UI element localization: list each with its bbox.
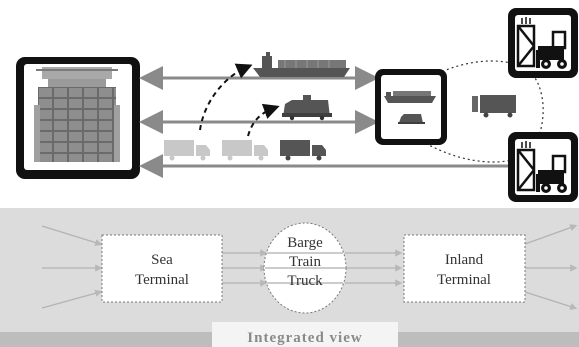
integrated-view-label: Integrated view bbox=[247, 330, 362, 346]
distribution-ellipse bbox=[419, 60, 544, 163]
mode-label-train: Train bbox=[289, 254, 321, 270]
inland-terminal-label-line1: Inland bbox=[445, 252, 484, 268]
distribution-truck-icon bbox=[472, 95, 516, 118]
train-icon bbox=[282, 95, 332, 121]
mode-label-barge: Barge bbox=[287, 235, 323, 251]
sea-terminal-label-line1: Sea bbox=[151, 252, 173, 268]
transport-modes-ellipse: Barge Train Truck bbox=[263, 222, 347, 314]
inland-terminal-box: Inland Terminal bbox=[403, 234, 526, 303]
sea-terminal-label-line2: Terminal bbox=[135, 272, 189, 288]
truck-icon bbox=[164, 140, 326, 161]
outgoing-flow-arrows bbox=[524, 224, 578, 310]
mode-label-truck: Truck bbox=[287, 273, 323, 289]
sea-to-inland-arrows bbox=[139, 66, 539, 178]
factory-forklift-icon bbox=[508, 8, 578, 202]
incoming-flow-arrows bbox=[41, 225, 103, 309]
container-terminal-icon bbox=[16, 57, 140, 179]
inland-terminal-icon bbox=[375, 69, 447, 145]
inland-terminal-label-line2: Terminal bbox=[437, 272, 491, 288]
integrated-view-banner: Integrated view bbox=[212, 322, 398, 347]
mode-flow-arrows bbox=[222, 249, 403, 287]
container-ship-icon bbox=[253, 52, 350, 77]
transfer-arrows bbox=[199, 63, 280, 137]
sea-terminal-box: Sea Terminal bbox=[101, 234, 223, 303]
